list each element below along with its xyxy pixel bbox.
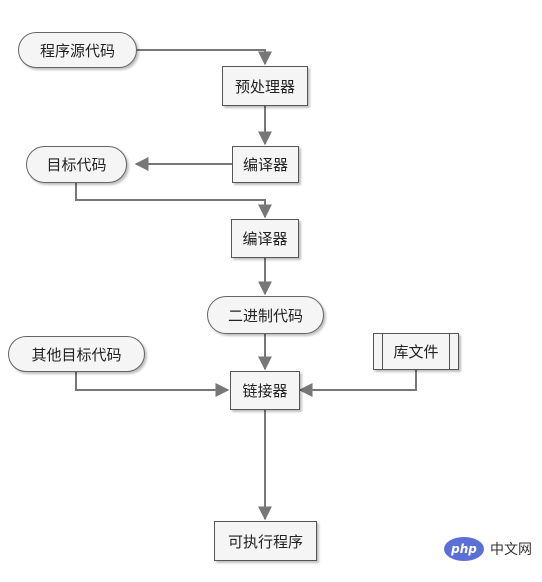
watermark-text: 中文网	[490, 542, 532, 558]
edge-source-to-preprocessor	[137, 49, 272, 66]
edge-library-to-linker	[298, 370, 417, 397]
node-source-code: 程序源代码	[18, 32, 137, 68]
edge-other-object-to-linker	[75, 370, 230, 397]
node-library: 库文件	[373, 333, 459, 370]
node-compiler-2: 编译器	[231, 219, 299, 258]
node-object-code: 目标代码	[26, 146, 127, 183]
node-binary-code: 二进制代码	[207, 296, 324, 334]
node-other-object-code: 其他目标代码	[8, 336, 145, 372]
node-preprocessor: 预处理器	[222, 66, 308, 106]
edge-object-code-to-compiler2	[75, 183, 272, 219]
watermark: php 中文网	[444, 536, 532, 562]
node-executable: 可执行程序	[214, 521, 317, 561]
node-linker: 链接器	[230, 371, 300, 410]
node-compiler-1: 编译器	[232, 146, 299, 183]
php-logo-icon: php	[444, 537, 484, 561]
